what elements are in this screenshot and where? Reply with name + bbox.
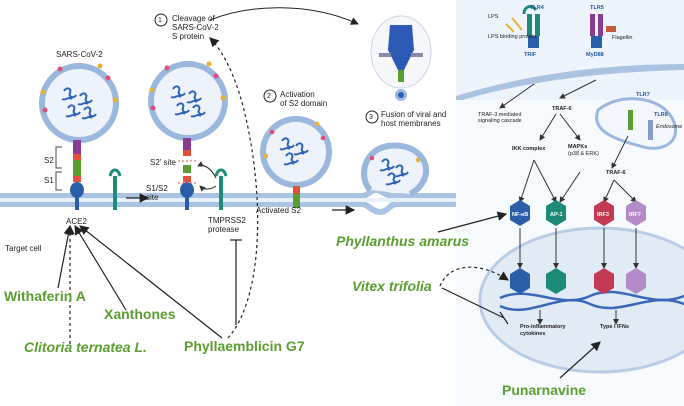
fusion-protein-inset [370, 15, 432, 101]
irf7-label: IRF7 [629, 212, 641, 218]
compound-withaferin-a: Withaferin A [4, 288, 86, 304]
compound-punarnavine: Punarnavine [502, 382, 587, 398]
sars-cov-2-virion [39, 63, 119, 210]
lps-label: LPS [488, 14, 499, 20]
tmprss2-glyph-1 [108, 168, 122, 177]
ap1-label: AP-1 [550, 212, 563, 218]
tlr8-label: TLR8 [654, 112, 668, 118]
s2-prime-site-label: S2' site [150, 158, 176, 167]
compound-vitex-trifolia: Vitex trifolia [352, 278, 432, 294]
step1-number: 1 [158, 17, 162, 24]
step2-number: 2 [267, 93, 271, 100]
type-i-ifns-label: Type I IFNs [600, 324, 629, 330]
trif-label: TRIF [524, 52, 537, 58]
ace2-label: ACE2 [66, 217, 87, 226]
myd88-label: MyD88 [586, 52, 604, 58]
sars-cov-2-virion-activated [260, 116, 332, 208]
inhibition-arrows [57, 224, 242, 344]
sars-cov-2-virion-cleaved [148, 61, 228, 210]
compound-xanthones: Xanthones [104, 306, 176, 322]
host-membrane [0, 186, 456, 216]
flagellin-label: Flagellin [612, 35, 633, 41]
compound-arrows-right [437, 211, 601, 379]
compound-clitoria-ternatea: Clitoria ternatea L. [24, 339, 147, 355]
step3-number: 3 [369, 114, 373, 121]
nfkb-label: NF-κB [512, 212, 529, 218]
target-cell-label: Target cell [5, 244, 42, 253]
mapks-label: MAPKs(p38 & ERK) [568, 144, 599, 157]
fusing-virion [361, 142, 429, 197]
compound-phyllaemblicin-g7: Phyllaemblicin G7 [184, 338, 305, 354]
activated-s2-label: Activated S2 [256, 206, 301, 215]
virus-label: SARS-CoV-2 [56, 50, 103, 59]
traf6-label-2: TRAF-6 [606, 170, 626, 176]
receptors [505, 5, 653, 140]
transcription-factors [510, 200, 646, 294]
traf6-label-1: TRAF-6 [552, 106, 572, 112]
irf3-label: IRF3 [597, 212, 609, 218]
tlr4-label: TLR4 [530, 5, 544, 11]
endosome-label: Endosome [656, 124, 683, 130]
tlr5-label: TLR5 [590, 5, 604, 11]
s1-label: S1 [44, 176, 54, 185]
tlr7-label: TLR7 [636, 92, 650, 98]
step-number-circles [154, 13, 379, 124]
compound-phyllanthus-amarus: Phyllanthus amarus [336, 233, 470, 249]
signaling-panel-bg [456, 0, 684, 406]
ikk-complex-label: IKK complex [512, 146, 546, 152]
s2-label: S2 [44, 156, 54, 165]
signaling-arrows [499, 79, 639, 325]
lps-binding-protein-label: LPS binding protein [488, 34, 537, 40]
